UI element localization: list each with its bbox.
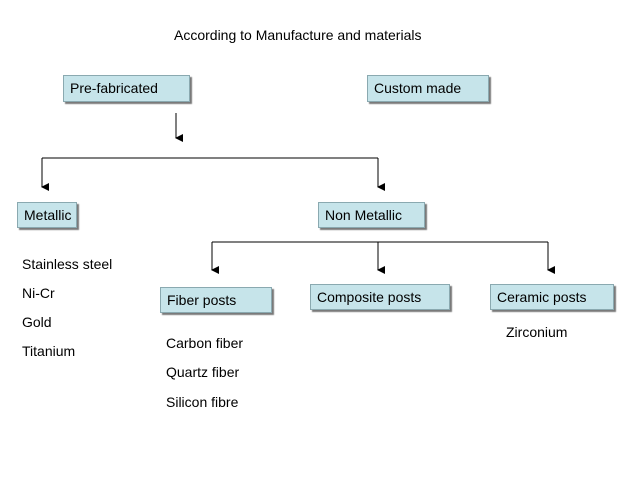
fiber-item: Silicon fibre [166,394,239,410]
ceramic-posts-box: Ceramic posts [490,284,614,310]
metallic-item: Ni-Cr [22,285,55,301]
composite-posts-box: Composite posts [310,284,450,310]
non-metallic-box: Non Metallic [318,202,425,228]
fiber-item: Carbon fiber [166,335,244,351]
prefabricated-box: Pre-fabricated [63,75,190,102]
metallic-item: Stainless steel [22,256,113,272]
fiber-posts-box: Fiber posts [160,287,272,313]
metallic-item: Titanium [22,343,76,359]
fiber-item: Quartz fiber [166,364,240,380]
custom-made-box: Custom made [367,75,489,102]
diagram-title: According to Manufacture and materials [174,27,422,43]
metallic-item: Gold [22,314,52,330]
ceramic-item: Zirconium [506,324,568,340]
metallic-box: Metallic [17,202,77,228]
